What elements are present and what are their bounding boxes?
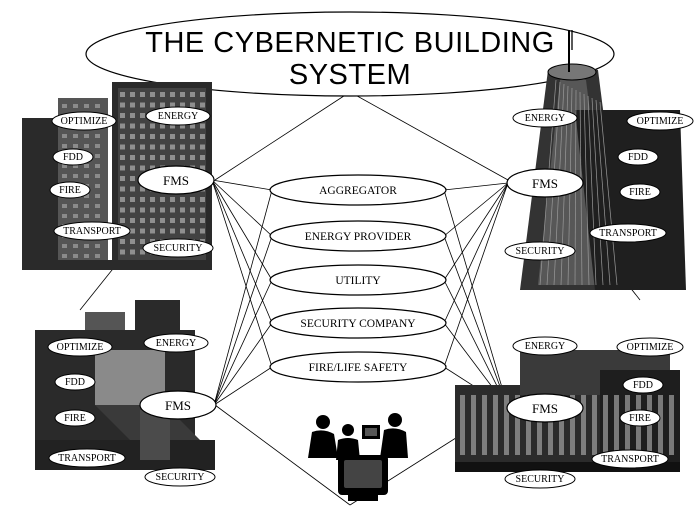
- top-left-fms-cluster: OPTIMIZE ENERGY FDD FIRE TRANSPORT SECUR…: [49, 106, 215, 258]
- fms-node: FMS: [163, 173, 189, 188]
- fms-node: FMS: [165, 398, 191, 413]
- title-oval: THE CYBERNETIC BUILDING SYSTEM: [85, 11, 615, 97]
- subsystem-energy: ENERGY: [158, 111, 199, 122]
- subsystem-security: SECURITY: [516, 474, 565, 485]
- title-line-2: SYSTEM: [289, 59, 411, 91]
- subsystem-fdd: FDD: [633, 380, 653, 391]
- bottom-left-fms-cluster: OPTIMIZE ENERGY FDD FIRE TRANSPORT SECUR…: [47, 333, 217, 487]
- subsystem-fire: FIRE: [629, 187, 651, 198]
- central-services: AGGREGATOR ENERGY PROVIDER UTILITY SECUR…: [269, 174, 447, 383]
- fms-node: FMS: [532, 401, 558, 416]
- subsystem-optimize: OPTIMIZE: [627, 342, 674, 353]
- fms-node: FMS: [532, 176, 558, 191]
- service-label: ENERGY PROVIDER: [305, 231, 412, 243]
- subsystem-optimize: OPTIMIZE: [57, 342, 104, 353]
- subsystem-fdd: FDD: [628, 152, 648, 163]
- top-right-fms-cluster: ENERGY OPTIMIZE FDD FIRE TRANSPORT SECUR…: [504, 108, 694, 261]
- subsystem-transport: TRANSPORT: [601, 454, 659, 465]
- service-energy-provider: ENERGY PROVIDER: [269, 220, 447, 252]
- bottom-right-fms-cluster: ENERGY OPTIMIZE FDD FIRE TRANSPORT SECUR…: [504, 336, 684, 489]
- service-security-company: SECURITY COMPANY: [269, 307, 447, 339]
- subsystem-security: SECURITY: [156, 472, 205, 483]
- subsystem-security: SECURITY: [516, 246, 565, 257]
- title-line-1: THE CYBERNETIC BUILDING: [145, 27, 555, 59]
- service-label: FIRE/LIFE SAFETY: [309, 362, 408, 374]
- service-fire-life-safety: FIRE/LIFE SAFETY: [269, 351, 447, 383]
- service-utility: UTILITY: [269, 264, 447, 296]
- subsystem-fire: FIRE: [59, 185, 81, 196]
- subsystem-security: SECURITY: [154, 243, 203, 254]
- subsystem-optimize: OPTIMIZE: [637, 116, 684, 127]
- subsystem-transport: TRANSPORT: [63, 226, 121, 237]
- subsystem-energy: ENERGY: [156, 338, 197, 349]
- service-label: UTILITY: [335, 275, 381, 287]
- subsystem-energy: ENERGY: [525, 341, 566, 352]
- subsystem-transport: TRANSPORT: [599, 228, 657, 239]
- subsystem-fire: FIRE: [64, 413, 86, 424]
- service-label: SECURITY COMPANY: [300, 318, 416, 330]
- service-label: AGGREGATOR: [319, 185, 397, 197]
- subsystem-energy: ENERGY: [525, 113, 566, 124]
- subsystem-transport: TRANSPORT: [58, 453, 116, 464]
- subsystem-fdd: FDD: [63, 152, 83, 163]
- subsystem-optimize: OPTIMIZE: [61, 116, 108, 127]
- subsystem-fire: FIRE: [629, 413, 651, 424]
- service-aggregator: AGGREGATOR: [269, 174, 447, 206]
- users-at-computer-icon: [308, 413, 408, 501]
- subsystem-fdd: FDD: [65, 377, 85, 388]
